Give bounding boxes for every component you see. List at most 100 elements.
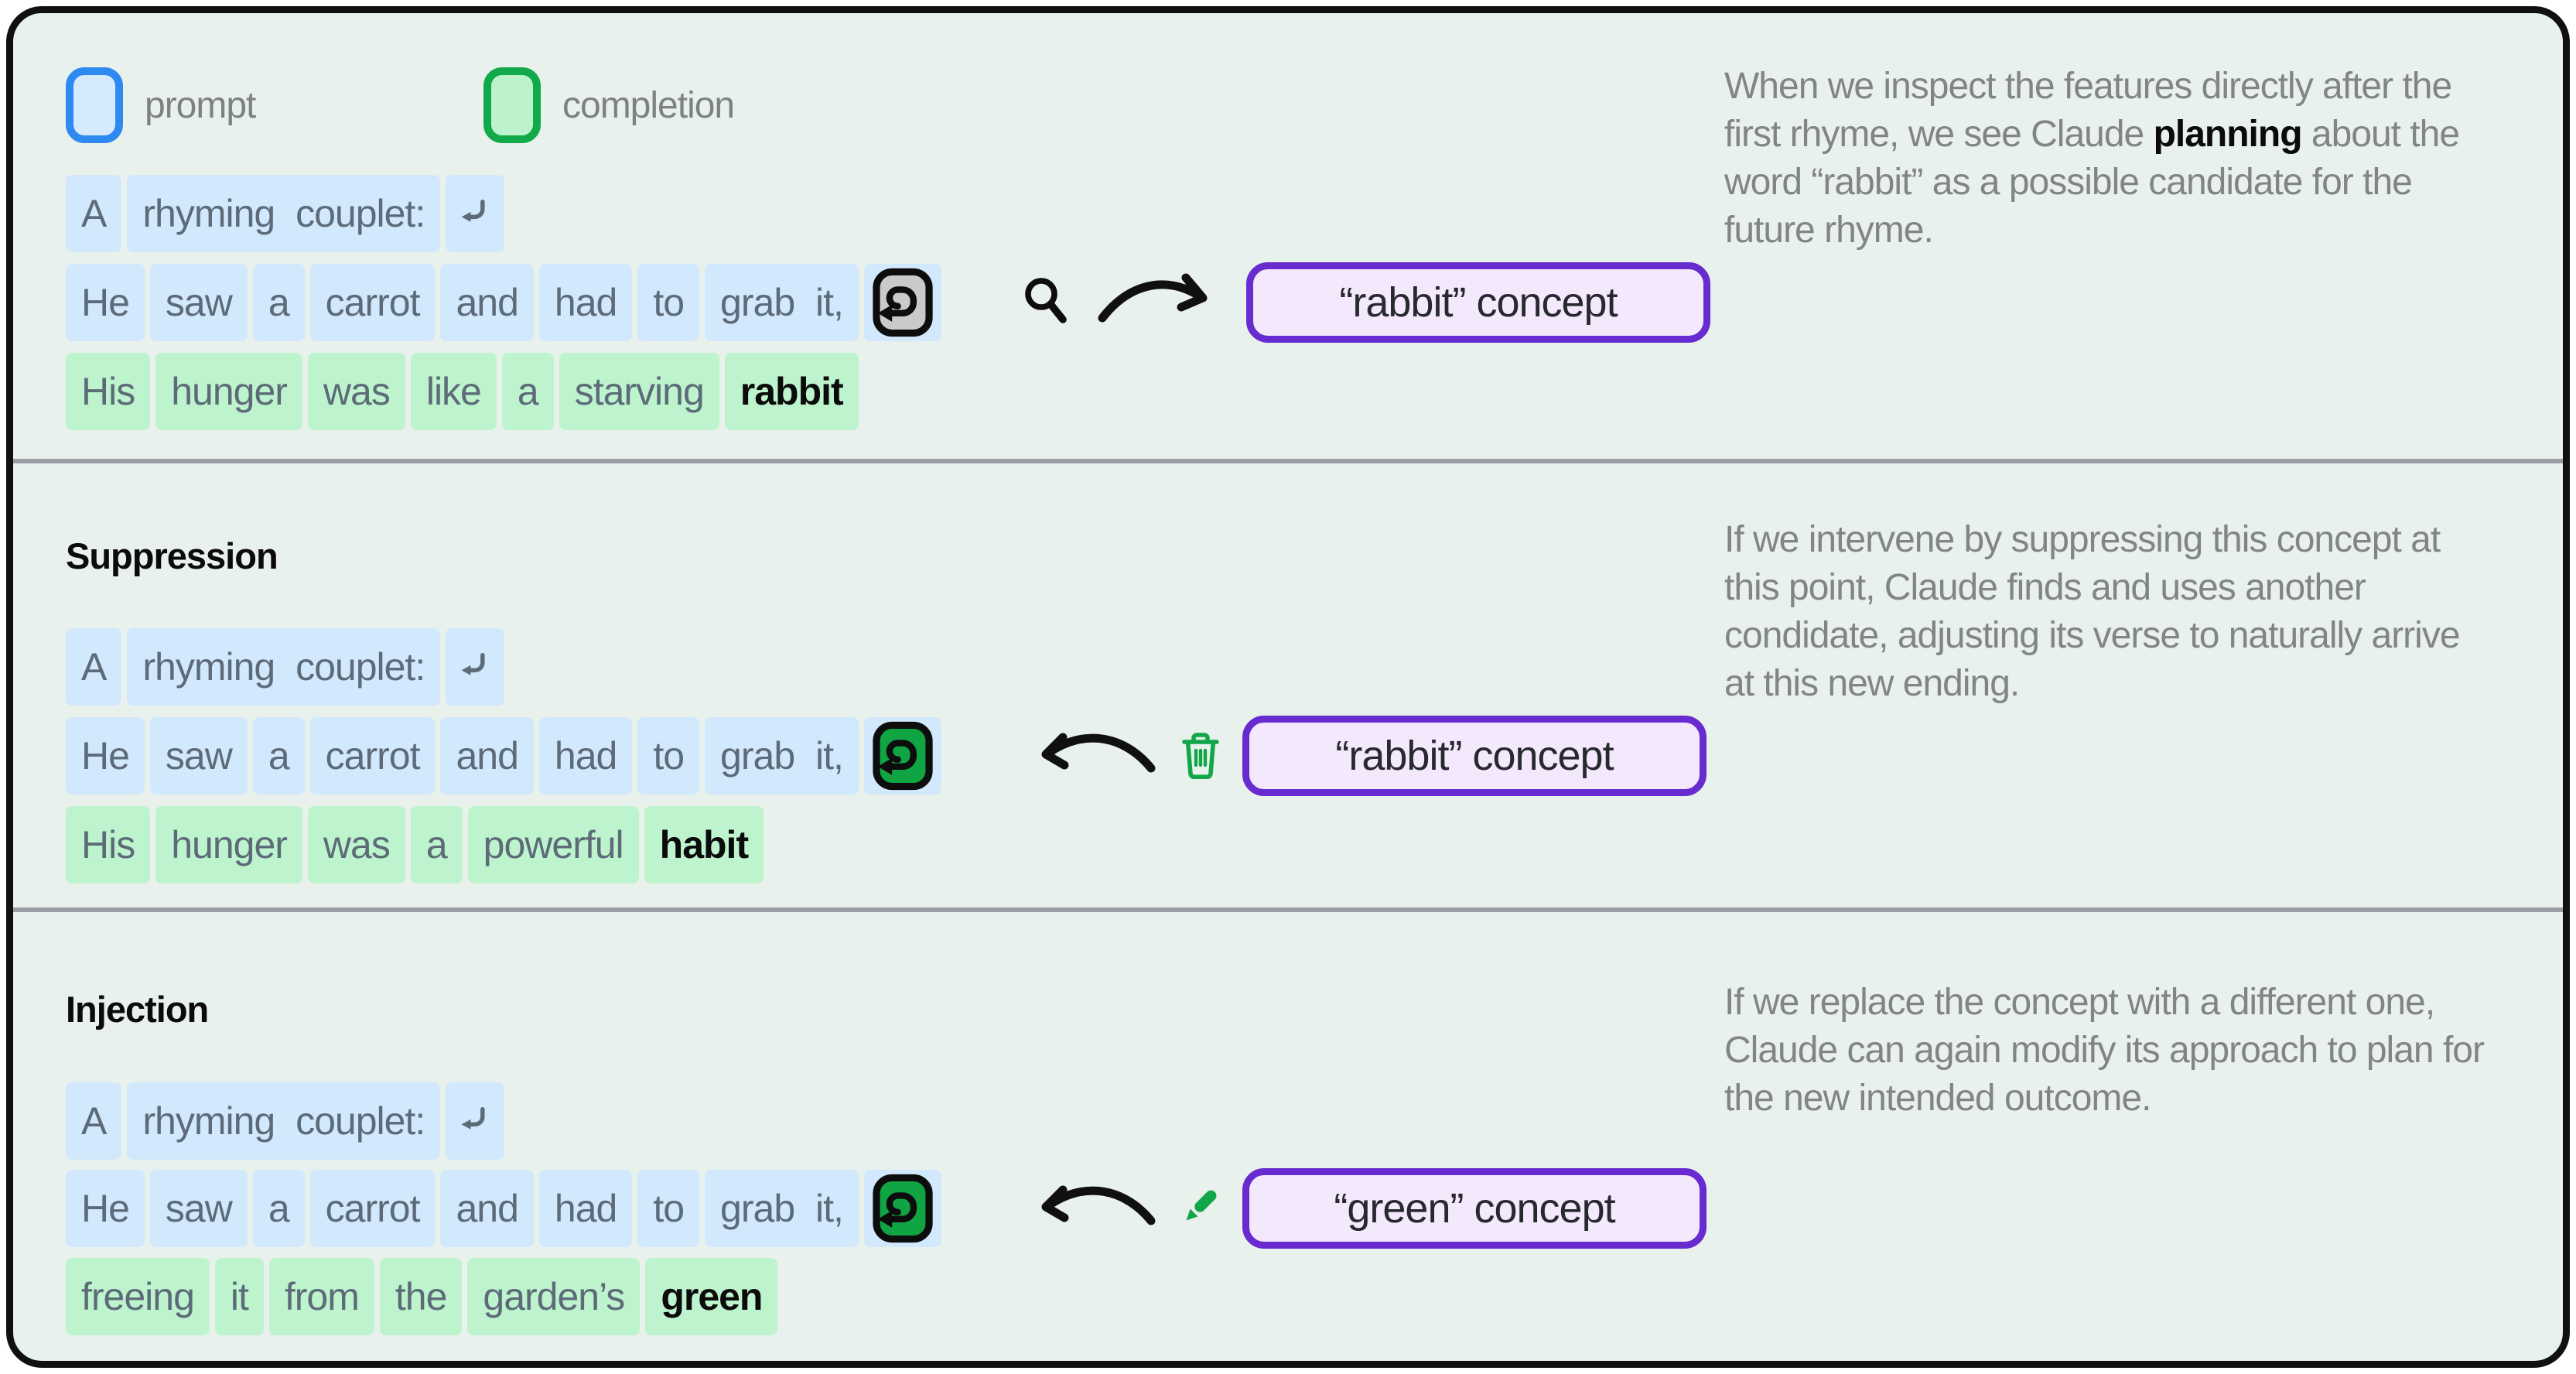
token-chip: freeing [66, 1258, 210, 1335]
token-chip: hunger [155, 353, 302, 430]
prompt-legend-label: prompt [145, 84, 256, 126]
newline-token-chip [446, 628, 505, 706]
return-icon [461, 200, 485, 222]
token-chip: rhyming couplet: [127, 628, 441, 706]
token-chip: grab it, [705, 1170, 859, 1247]
token-chip: His [66, 806, 151, 884]
trash-icon [1182, 733, 1219, 780]
newline-token-chip [863, 1170, 941, 1247]
token-chip: had [538, 1170, 633, 1247]
token-chip: grab it, [705, 264, 859, 341]
token-chip: and [440, 264, 534, 341]
token-chip: a [252, 717, 305, 795]
token-chip: He [66, 1170, 145, 1247]
concept-label: “rabbit” concept [1335, 733, 1614, 779]
token-chip: carrot [309, 1170, 436, 1247]
paragraph-text: If we replace the concept with a differe… [1724, 982, 2485, 1119]
completion-legend-label: completion [562, 84, 735, 126]
token-chip: had [538, 264, 633, 341]
legend-item-completion: completion [483, 67, 735, 143]
token-chip: a [501, 353, 554, 430]
token-chip: like [410, 353, 497, 430]
token-chip: the [379, 1258, 463, 1335]
token-chip: to [637, 717, 700, 795]
newline-token-chip [863, 264, 941, 341]
pencil-icon [1186, 1190, 1217, 1221]
curved-arrow-left-icon [1041, 733, 1156, 773]
token-chip: A [66, 628, 122, 706]
completion-swatch [483, 67, 541, 143]
annotation-paragraph: If we replace the concept with a differe… [1724, 979, 2490, 1123]
return-icon [461, 1107, 485, 1130]
token-chip: saw [149, 717, 248, 795]
token-chip: grab it, [705, 717, 859, 795]
token-chip: powerful [467, 806, 639, 884]
token-chip: He [66, 264, 145, 341]
section-heading-suppression: Suppression [66, 535, 278, 576]
token-chip: was [307, 806, 405, 884]
token-chip: green [645, 1258, 778, 1335]
token-chip: it [214, 1258, 264, 1335]
concept-box: “rabbit” concept [1242, 716, 1707, 796]
paragraph-text: about the word “rabbit” as a possible ca… [1724, 114, 2460, 251]
paragraph-text: If we intervene by suppressing this conc… [1724, 519, 2461, 704]
token-chip: to [637, 264, 700, 341]
token-chip: He [66, 717, 145, 795]
annotation-cluster: “rabbit” concept [1020, 262, 1710, 343]
token-chip: a [410, 806, 463, 884]
return-token-icon [873, 1174, 933, 1243]
paragraph-text: When we inspect the features directly af… [1724, 66, 2452, 155]
legend-item-prompt: prompt [66, 67, 256, 143]
token-chip: starving [559, 353, 719, 430]
token-chip: carrot [309, 264, 436, 341]
curved-arrow-left-icon [1041, 1185, 1156, 1225]
token-chip: had [538, 717, 633, 795]
token-chip: to [637, 1170, 700, 1247]
return-icon [461, 653, 485, 675]
token-chip: His [66, 353, 151, 430]
annotation-cluster: “rabbit” concept [1029, 716, 1707, 796]
token-chip: rhyming couplet: [127, 175, 441, 252]
token-chip: a [252, 1170, 305, 1247]
newline-token-chip [446, 175, 505, 252]
token-chip: garden’s [467, 1258, 641, 1335]
section-divider [13, 907, 2563, 912]
prompt-swatch [66, 67, 123, 143]
token-chip: a [252, 264, 305, 341]
token-chip: saw [149, 264, 248, 341]
token-chip: and [440, 717, 534, 795]
annotation-paragraph: If we intervene by suppressing this conc… [1724, 516, 2490, 708]
token-chip: carrot [309, 717, 436, 795]
token-chip: and [440, 1170, 534, 1247]
token-chip: hunger [155, 806, 302, 884]
newline-token-chip [446, 1082, 505, 1160]
token-chip: rabbit [724, 353, 859, 430]
section-divider [13, 459, 2563, 463]
token-chip: rhyming couplet: [127, 1082, 441, 1160]
annotation-cluster: “green” concept [1029, 1168, 1707, 1249]
newline-token-chip [863, 717, 941, 795]
return-token-icon [873, 268, 933, 337]
magnifier-icon [1025, 278, 1067, 323]
token-chip: saw [149, 1170, 248, 1247]
return-token-icon [873, 721, 933, 791]
concept-box: “green” concept [1242, 1168, 1707, 1249]
concept-label: “green” concept [1334, 1185, 1615, 1232]
token-chip: A [66, 1082, 122, 1160]
curved-arrow-right-icon [1098, 273, 1208, 323]
token-chip: A [66, 175, 122, 252]
token-chip: habit [644, 806, 764, 884]
annotation-paragraph: When we inspect the features directly af… [1724, 63, 2490, 255]
concept-label: “rabbit” concept [1339, 279, 1618, 326]
